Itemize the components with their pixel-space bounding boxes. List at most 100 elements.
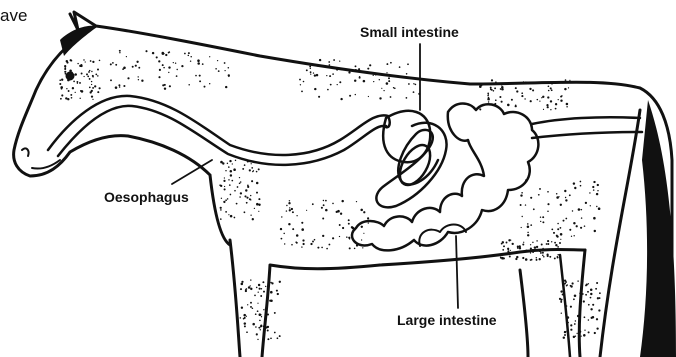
stipple-dot xyxy=(594,230,596,232)
stipple-dot xyxy=(532,242,533,243)
stipple-dot xyxy=(86,73,88,75)
stipple-dot xyxy=(386,82,389,85)
stipple-dot xyxy=(550,87,552,89)
stipple-dot xyxy=(346,236,348,238)
stipple-dot xyxy=(246,288,248,290)
stipple-dot xyxy=(501,88,504,91)
stipple-dot xyxy=(292,211,294,213)
stipple-dot xyxy=(540,221,541,222)
stipple-dot xyxy=(215,68,217,70)
stipple-dot xyxy=(337,84,338,85)
stipple-dot xyxy=(59,79,61,81)
stipple-dot xyxy=(220,218,222,220)
stipple-dot xyxy=(564,190,566,192)
stipple-dot xyxy=(258,211,259,212)
stipple-dot xyxy=(487,98,490,101)
stipple-dot xyxy=(281,238,283,240)
stipple-dot xyxy=(246,197,248,199)
stipple-dot xyxy=(289,209,291,211)
stipple-dot xyxy=(560,301,562,303)
stipple-dot xyxy=(588,304,590,306)
stipple-dot xyxy=(522,216,523,217)
stipple-dot xyxy=(388,77,390,79)
stipple-dot xyxy=(316,74,319,77)
stipple-dot xyxy=(227,198,229,200)
stipple-dot xyxy=(548,85,550,87)
stipple-dot xyxy=(176,69,177,70)
stipple-dot xyxy=(75,92,76,93)
stipple-dot xyxy=(555,108,557,110)
stipple-dot xyxy=(556,193,558,195)
stipple-dot xyxy=(499,96,501,98)
stipple-dot xyxy=(390,96,392,98)
stipple-dot xyxy=(68,90,70,92)
stipple-dot xyxy=(77,83,78,84)
nostril xyxy=(22,148,29,156)
stipple-dot xyxy=(92,76,94,78)
stipple-dot xyxy=(314,74,316,76)
stipple-dot xyxy=(560,239,561,240)
stipple-dot xyxy=(495,81,496,82)
stipple-dot xyxy=(176,75,178,77)
stipple-dot xyxy=(241,307,243,309)
stipple-dot xyxy=(280,228,282,230)
stipple-dot xyxy=(542,248,544,250)
stipple-dot xyxy=(265,286,266,287)
stipple-dot xyxy=(537,99,538,100)
stipple-dot xyxy=(317,247,319,249)
stipple-dot xyxy=(565,199,567,201)
label-small-intestine: Small intestine xyxy=(360,24,459,40)
stipple-dot xyxy=(559,242,561,244)
stipple-dot xyxy=(340,98,342,100)
stipple-dot xyxy=(68,74,70,76)
stipple-dot xyxy=(569,229,571,231)
stipple-dot xyxy=(91,81,92,82)
stipple-dot xyxy=(312,241,314,243)
stipple-dot xyxy=(302,239,304,241)
stipple-dot xyxy=(510,250,511,251)
stipple-dot xyxy=(225,86,227,88)
stipple-dot xyxy=(224,62,226,64)
stipple-dot xyxy=(77,63,78,64)
stipple-dot xyxy=(250,288,252,290)
stipple-dot xyxy=(318,96,320,98)
stipple-dot xyxy=(567,316,570,319)
stipple-dot xyxy=(310,71,312,73)
stipple-dot xyxy=(579,331,581,333)
stipple-dot xyxy=(539,100,540,101)
stipple-dot xyxy=(89,78,91,80)
stipple-dot xyxy=(92,87,94,89)
stipple-dot xyxy=(209,83,210,84)
stipple-dot xyxy=(355,65,357,67)
belly-line xyxy=(380,250,585,266)
stipple-dot xyxy=(596,318,598,320)
stipple-dot xyxy=(274,312,276,314)
stipple-dot xyxy=(536,246,538,248)
small-intestine-coils xyxy=(376,123,446,208)
stipple-dot xyxy=(356,201,357,202)
stipple-dot xyxy=(99,60,101,62)
label-oesophagus: Oesophagus xyxy=(104,189,189,205)
stipple-dot xyxy=(256,287,258,289)
stipple-dot xyxy=(181,65,183,67)
stipple-dot xyxy=(323,200,324,201)
stipple-dot xyxy=(560,99,562,101)
stipple-dot xyxy=(299,79,301,81)
stipple-dot xyxy=(145,50,147,52)
stipple-dot xyxy=(348,219,350,221)
stipple-dot xyxy=(558,196,559,197)
stipple-dot xyxy=(289,200,290,201)
stipple-dot xyxy=(575,320,576,321)
stipple-dot xyxy=(190,56,191,57)
stipple-dot xyxy=(270,282,272,284)
stipple-dot xyxy=(66,62,68,64)
stipple-dot xyxy=(399,66,401,68)
stipple-dot xyxy=(258,168,260,170)
stipple-dot xyxy=(90,60,92,62)
stipple-dot xyxy=(515,105,517,107)
stipple-dot xyxy=(565,79,567,81)
stipple-dot xyxy=(525,204,526,205)
stipple-dot xyxy=(530,244,531,245)
stipple-dot xyxy=(560,204,562,206)
stipple-dot xyxy=(250,285,251,286)
